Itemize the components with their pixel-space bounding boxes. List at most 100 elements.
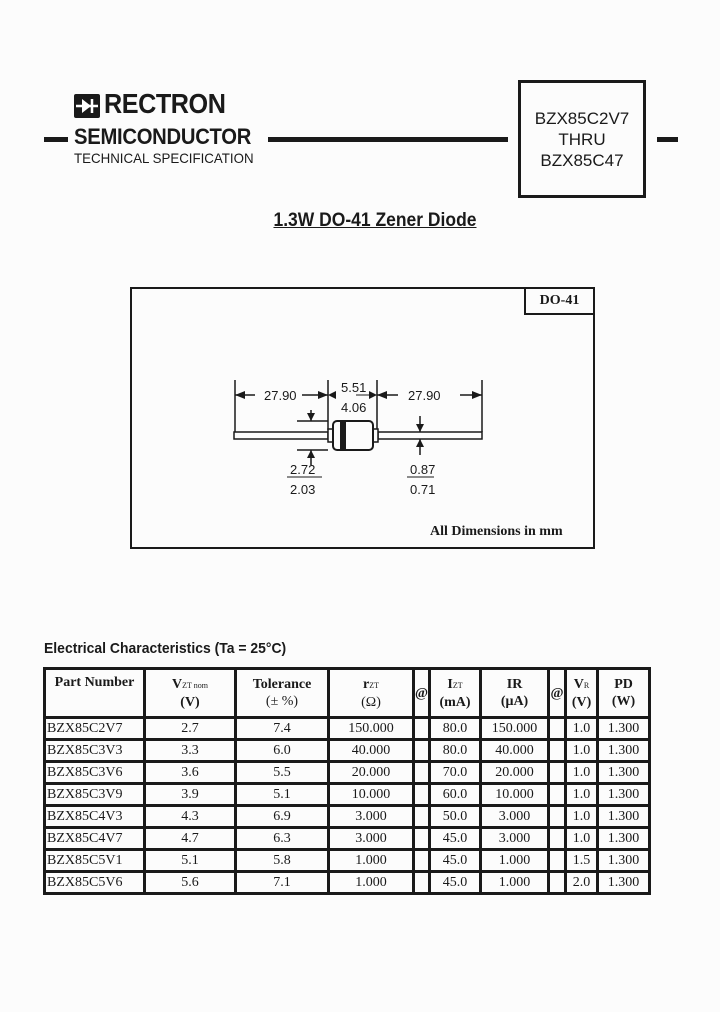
cell-at1 <box>411 738 432 763</box>
cell-rz: 1.000 <box>327 848 415 873</box>
col-rzt: rZT(Ω) <box>327 667 415 719</box>
cell-vr: 1.5 <box>564 848 600 873</box>
cell-tol: 7.1 <box>234 870 330 895</box>
cell-part: BZX85C2V7 <box>43 716 146 741</box>
col-part-number: Part Number <box>43 667 146 719</box>
col-vr: VR(V) <box>564 667 600 719</box>
lead-length-right: 27.90 <box>408 388 441 403</box>
package-label: DO-41 <box>524 287 595 315</box>
part-range-start: BZX85C2V7 <box>534 108 630 128</box>
cell-vz: 3.9 <box>143 782 237 807</box>
cell-rz: 150.000 <box>327 716 415 741</box>
lead-diameter-max: 0.87 <box>410 462 435 477</box>
col-tolerance: Tolerance(± %) <box>234 667 330 719</box>
cell-pd: 1.300 <box>596 760 652 785</box>
cell-at1 <box>411 870 432 895</box>
table-row: BZX85C2V7 2.7 7.4 150.000 80.0 150.000 1… <box>43 716 652 741</box>
cell-iz: 45.0 <box>428 870 483 895</box>
header-rule-right <box>657 137 678 142</box>
col-pd: PD(W) <box>596 667 652 719</box>
cell-part: BZX85C3V3 <box>43 738 146 763</box>
cell-at1 <box>411 826 432 851</box>
table-row: BZX85C4V7 4.7 6.3 3.000 45.0 3.000 1.0 1… <box>43 826 652 851</box>
cell-tol: 5.8 <box>234 848 330 873</box>
table-row: BZX85C5V6 5.6 7.1 1.000 45.0 1.000 2.0 1… <box>43 870 652 895</box>
dimensions-note: All Dimensions in mm <box>430 524 563 539</box>
table-row: BZX85C4V3 4.3 6.9 3.000 50.0 3.000 1.0 1… <box>43 804 652 829</box>
cell-iz: 60.0 <box>428 782 483 807</box>
cell-vr: 1.0 <box>564 782 600 807</box>
diode-symbol-icon <box>74 94 100 118</box>
cell-rz: 1.000 <box>327 870 415 895</box>
cell-pd: 1.300 <box>596 804 652 829</box>
cell-at1 <box>411 716 432 741</box>
cell-at2 <box>547 782 568 807</box>
cell-vr: 1.0 <box>564 804 600 829</box>
cell-vz: 4.7 <box>143 826 237 851</box>
cell-at1 <box>411 848 432 873</box>
cell-part: BZX85C4V7 <box>43 826 146 851</box>
header-rule-middle <box>268 137 508 142</box>
cell-ir: 1.000 <box>479 848 551 873</box>
cell-iz: 80.0 <box>428 716 483 741</box>
cell-rz: 10.000 <box>327 782 415 807</box>
cell-vz: 3.3 <box>143 738 237 763</box>
cell-vr: 1.0 <box>564 716 600 741</box>
cell-pd: 1.300 <box>596 848 652 873</box>
cell-part: BZX85C3V6 <box>43 760 146 785</box>
cell-iz: 50.0 <box>428 804 483 829</box>
cell-ir: 1.000 <box>479 870 551 895</box>
cell-at1 <box>411 782 432 807</box>
col-at-1: @ <box>411 667 432 719</box>
table-row: BZX85C3V3 3.3 6.0 40.000 80.0 40.000 1.0… <box>43 738 652 763</box>
cell-rz: 40.000 <box>327 738 415 763</box>
cell-iz: 45.0 <box>428 848 483 873</box>
cell-vz: 3.6 <box>143 760 237 785</box>
cell-pd: 1.300 <box>596 826 652 851</box>
lead-diameter-min: 0.71 <box>410 482 435 497</box>
cell-ir: 150.000 <box>479 716 551 741</box>
cell-rz: 3.000 <box>327 804 415 829</box>
cell-vz: 5.6 <box>143 870 237 895</box>
cell-tol: 7.4 <box>234 716 330 741</box>
cell-at2 <box>547 848 568 873</box>
body-length-min: 4.06 <box>341 400 366 415</box>
part-range-thru: THRU <box>558 129 606 149</box>
table-row: BZX85C5V1 5.1 5.8 1.000 45.0 1.000 1.5 1… <box>43 848 652 873</box>
cell-vr: 1.0 <box>564 826 600 851</box>
cell-pd: 1.300 <box>596 738 652 763</box>
cell-tol: 5.1 <box>234 782 330 807</box>
part-range-box: BZX85C2V7 THRU BZX85C47 <box>518 80 646 198</box>
brand-name: RECTRON <box>104 88 226 119</box>
cell-iz: 70.0 <box>428 760 483 785</box>
cell-at2 <box>547 760 568 785</box>
cell-iz: 45.0 <box>428 826 483 851</box>
body-length-max: 5.51 <box>341 380 366 395</box>
body-diameter-min: 2.03 <box>290 482 315 497</box>
cell-at2 <box>547 870 568 895</box>
cell-pd: 1.300 <box>596 870 652 895</box>
document-subtitle: TECHNICAL SPECIFICATION <box>74 150 254 166</box>
cell-at2 <box>547 738 568 763</box>
cell-part: BZX85C3V9 <box>43 782 146 807</box>
col-ir: IR(μA) <box>479 667 551 719</box>
table-header-row: Part Number VZT nom(V) Tolerance(± %) rZ… <box>43 667 652 719</box>
cell-pd: 1.300 <box>596 716 652 741</box>
cell-ir: 3.000 <box>479 804 551 829</box>
cell-at2 <box>547 826 568 851</box>
col-at-2: @ <box>547 667 568 719</box>
page-title: 1.3W DO-41 Zener Diode <box>273 210 477 231</box>
cell-part: BZX85C5V1 <box>43 848 146 873</box>
table-row: BZX85C3V9 3.9 5.1 10.000 60.0 10.000 1.0… <box>43 782 652 807</box>
cell-ir: 3.000 <box>479 826 551 851</box>
cell-vr: 2.0 <box>564 870 600 895</box>
cell-rz: 20.000 <box>327 760 415 785</box>
cell-tol: 6.3 <box>234 826 330 851</box>
cell-vz: 2.7 <box>143 716 237 741</box>
do41-dimension-drawing: 27.90 27.90 5.51 4.06 2.72 2.03 0.87 0.7… <box>233 380 483 497</box>
cell-at1 <box>411 760 432 785</box>
col-vz: VZT nom(V) <box>143 667 237 719</box>
body-diameter-max: 2.72 <box>290 462 315 477</box>
division-name: SEMICONDUCTOR <box>74 124 252 149</box>
table-title: Electrical Characteristics (Ta = 25°C) <box>44 640 287 657</box>
